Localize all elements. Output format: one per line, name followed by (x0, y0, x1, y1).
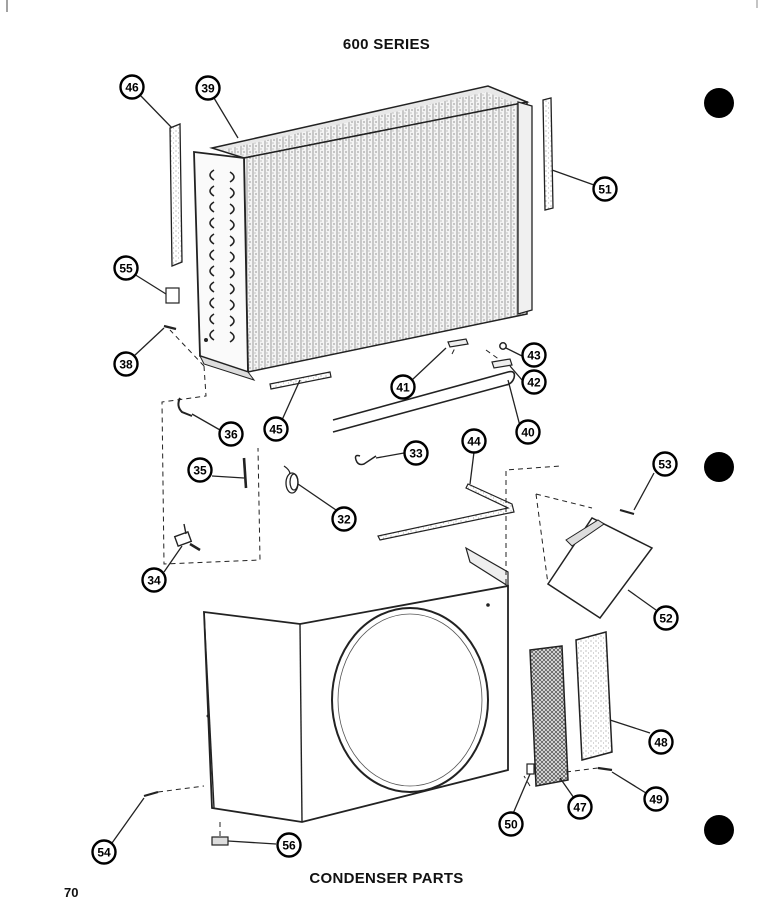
part-33-hook (354, 454, 377, 466)
svg-text:41: 41 (396, 381, 410, 395)
callout-55: 55 (113, 255, 139, 281)
callout-47: 47 (567, 794, 593, 820)
part-48-panel (575, 631, 613, 761)
callout-56: 56 (276, 832, 302, 858)
svg-text:39: 39 (201, 82, 215, 96)
part-47-filter (529, 645, 569, 787)
part-56-bracket (211, 836, 229, 846)
callout-34: 34 (141, 567, 167, 593)
part-41-pad (447, 338, 469, 348)
svg-text:32: 32 (337, 513, 351, 527)
svg-text:48: 48 (654, 736, 668, 750)
callout-36: 36 (218, 421, 244, 447)
part-43-nut (499, 342, 507, 350)
part-49-screw (597, 766, 613, 772)
svg-text:47: 47 (573, 801, 587, 815)
callout-53: 53 (652, 451, 678, 477)
callout-44: 44 (461, 428, 487, 454)
svg-text:54: 54 (97, 846, 111, 860)
part-50-clip (526, 763, 535, 775)
svg-text:51: 51 (598, 183, 612, 197)
svg-text:40: 40 (521, 426, 535, 440)
condenser-shroud (203, 546, 509, 823)
svg-text:33: 33 (409, 447, 423, 461)
callout-49: 49 (643, 786, 669, 812)
punch-hole (704, 88, 734, 118)
diagram-caption: CONDENSER PARTS (309, 870, 464, 887)
callout-43: 43 (521, 342, 547, 368)
svg-text:36: 36 (224, 428, 238, 442)
series-title: 600 SERIES (342, 36, 431, 53)
svg-text:44: 44 (467, 435, 481, 449)
svg-text:46: 46 (125, 81, 139, 95)
callout-40: 40 (515, 419, 541, 445)
part-35-sensor (242, 457, 248, 489)
part-53-screw (619, 508, 635, 516)
svg-text:35: 35 (193, 464, 207, 478)
svg-text:38: 38 (119, 358, 133, 372)
punch-hole (704, 815, 734, 845)
svg-text:45: 45 (269, 423, 283, 437)
part-54-screw (143, 790, 159, 798)
part-55-plate (165, 287, 180, 304)
svg-text:52: 52 (659, 612, 673, 626)
leader-lines (111, 94, 657, 845)
punch-hole (704, 452, 734, 482)
callout-33: 33 (403, 440, 429, 466)
callout-46: 46 (119, 74, 145, 100)
callout-41: 41 (390, 374, 416, 400)
svg-text:56: 56 (282, 839, 296, 853)
part-46-bracket (169, 123, 183, 267)
callout-51: 51 (592, 176, 618, 202)
callout-32: 32 (331, 506, 357, 532)
part-38-screw (163, 324, 177, 331)
part-44-strip (377, 483, 515, 541)
part-36-fitting (177, 397, 193, 417)
part-40-tube (332, 370, 516, 433)
condenser-coil (193, 85, 533, 381)
svg-text:50: 50 (504, 818, 518, 832)
part-52-panel (546, 517, 654, 620)
callout-54: 54 (91, 839, 117, 865)
svg-text:49: 49 (649, 793, 663, 807)
callout-48: 48 (648, 729, 674, 755)
callout-50: 50 (498, 811, 524, 837)
part-42-clip (491, 358, 513, 369)
part-51-bracket (542, 97, 554, 211)
page-number: 70 (64, 885, 79, 900)
part-45-strip (269, 371, 332, 390)
svg-text:53: 53 (658, 458, 672, 472)
part-34-valve (173, 523, 201, 552)
svg-text:55: 55 (119, 262, 133, 276)
svg-text:43: 43 (527, 349, 541, 363)
svg-text:34: 34 (147, 574, 161, 588)
assembly-guides (157, 329, 599, 837)
callout-39: 39 (195, 75, 221, 101)
callout-38: 38 (113, 351, 139, 377)
callout-42: 42 (521, 369, 547, 395)
callout-45: 45 (263, 416, 289, 442)
callout-52: 52 (653, 605, 679, 631)
callout-35: 35 (187, 457, 213, 483)
part-32-capillary (283, 465, 299, 494)
svg-text:42: 42 (527, 376, 541, 390)
